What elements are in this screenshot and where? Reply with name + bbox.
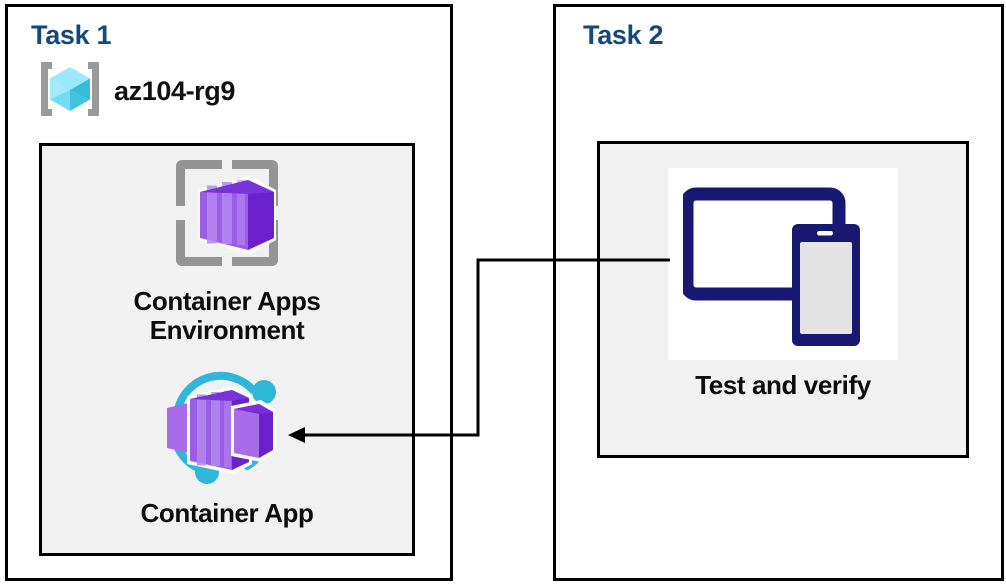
resource-group-row: az104-rg9 [36,58,235,125]
container-app-icon [152,368,302,493]
cae-label-line-2: Environment [149,315,305,346]
test-and-verify-icon-plate [668,168,898,360]
test-and-verify-label: Test and verify [695,370,871,400]
container-app-label: Container App [140,498,314,528]
container-apps-environment-label: Container Apps Environment [133,286,321,346]
ca-label-line-1: Container App [140,498,314,528]
container-apps-environment-icon [164,150,290,281]
container-app-block: Container App [39,368,415,528]
task-1-title: Task 1 [31,20,112,50]
task-2-title: Task 2 [583,20,664,50]
resource-group-icon [36,58,104,125]
container-apps-environment-block: Container Apps Environment [39,150,415,345]
cae-label-line-1: Container Apps [133,286,321,316]
test-and-verify-block: Test and verify [597,168,969,401]
devices-tablet-phone-icon [680,174,883,354]
resource-group-label: az104-rg9 [114,76,235,106]
